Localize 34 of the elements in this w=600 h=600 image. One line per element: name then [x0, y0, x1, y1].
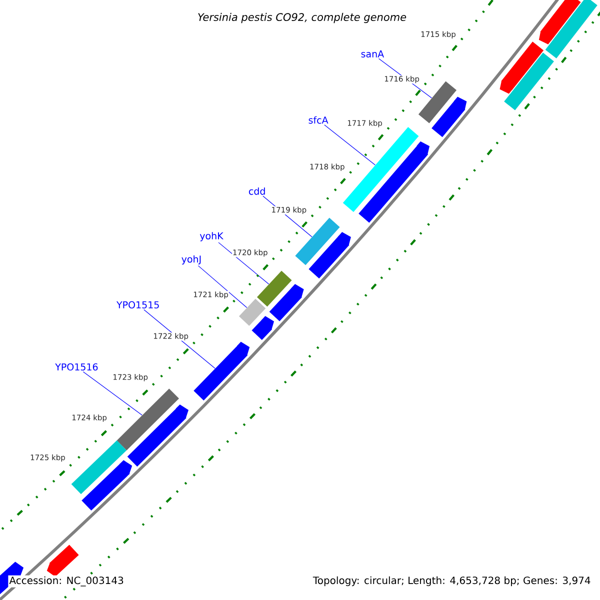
gene-block [504, 52, 554, 110]
gene-label: YPO1516 [55, 363, 98, 371]
title: Yersinia pestis CO92, complete genome [198, 12, 406, 24]
gene-block [127, 404, 188, 467]
gene-block [256, 270, 292, 307]
gene-block [500, 42, 544, 94]
genome-info-text: Topology: circular; Length: 4,653,728 bp; Genes: 3,974 [312, 576, 590, 586]
leader-line [218, 242, 270, 284]
gene-label: yohK [200, 232, 224, 242]
gene-block [82, 460, 132, 511]
gene-label: YPO1515 [116, 301, 159, 308]
gene-block [295, 218, 340, 266]
gene-block [71, 440, 127, 494]
gene-block [46, 544, 79, 577]
gene-block [342, 127, 419, 212]
gene-label: sfcA [308, 116, 328, 124]
gene-block [432, 96, 467, 138]
gene-block [194, 342, 250, 400]
gene-block [116, 388, 179, 450]
leader-line [324, 124, 376, 166]
gene-block [545, 0, 598, 58]
leader-line [82, 371, 142, 416]
gene-block [358, 141, 430, 223]
gene-block [252, 316, 274, 340]
leader-line [198, 265, 248, 308]
gene-block [269, 284, 304, 322]
accession-text: Accession: NC_003143 [9, 576, 124, 586]
gene-block [238, 298, 266, 326]
gene-block [538, 0, 581, 44]
gene-block [418, 81, 457, 124]
gene-block [308, 232, 351, 279]
gene-label: yohJ [182, 255, 201, 264]
gene-label: sanA [361, 50, 384, 58]
gene-label: cdd [248, 187, 265, 195]
